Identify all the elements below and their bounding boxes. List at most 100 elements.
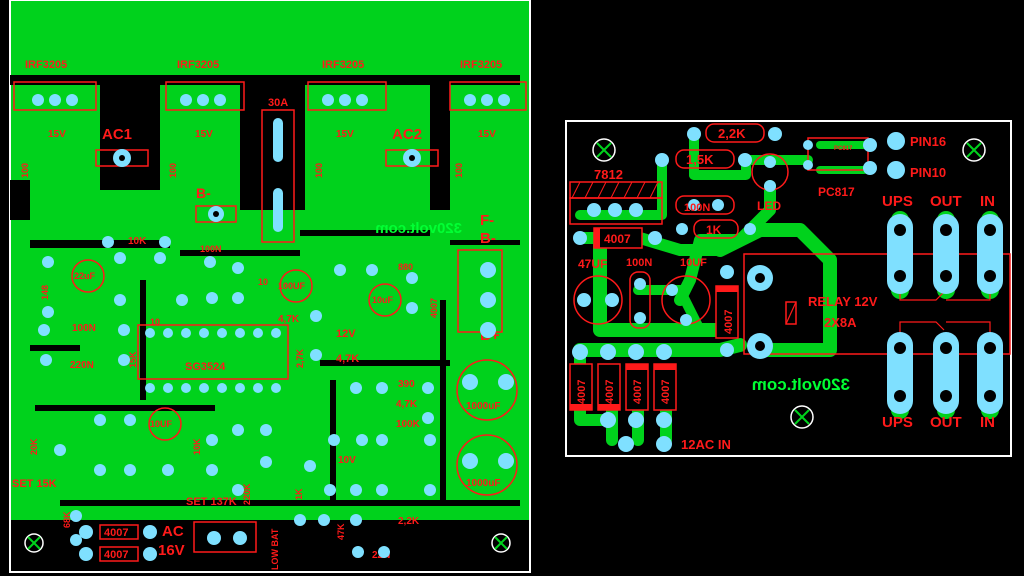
mosfet-q2-label: IRF3205 [177, 59, 219, 71]
pad [180, 94, 192, 106]
out-top-label: OUT [930, 193, 962, 210]
pin10-pad [887, 161, 905, 179]
pin16-label: PIN16 [910, 134, 946, 149]
fuse-30a: 30A [261, 97, 295, 243]
diode-4007-left: 4007 [573, 227, 662, 249]
b-minus-right-label: B- [480, 230, 496, 247]
comp-label: 10K [192, 438, 202, 455]
left-board-isolation [10, 75, 520, 506]
cap-100n-top: 100N [675, 195, 735, 215]
ups-top-label: UPS [882, 193, 913, 210]
in-bottom-label: IN [980, 414, 995, 431]
ac-voltage-label: 16V [158, 542, 185, 559]
mosfet-q1: IRF3205 [13, 59, 97, 111]
comp-label: 1K [294, 488, 304, 500]
bridge-d2-label: 4007 [604, 380, 616, 404]
pad [498, 94, 510, 106]
relay-rating-label: 2X8A [824, 315, 857, 330]
c10uf-label: 10UF [680, 257, 707, 269]
f-minus-label: F- [480, 212, 494, 229]
pin10-label: PIN10 [910, 165, 946, 180]
left-board-bottom-area [10, 520, 530, 576]
comp-label: 10V [338, 455, 356, 466]
pad [356, 94, 368, 106]
comp-label: 15K [128, 351, 138, 368]
mounting-hole-icon [790, 405, 814, 429]
led: LED [751, 153, 789, 213]
out-bottom-label: OUT [930, 414, 962, 431]
r15k-label: 1,5K [686, 152, 714, 167]
ac2-label: AC2 [392, 126, 422, 143]
pad [32, 94, 44, 106]
optocoupler-pc817: PC817 PC817 [803, 137, 877, 199]
d4007-left-label: 4007 [604, 232, 631, 246]
set-15k-label: SET 15K [12, 478, 57, 490]
pad [49, 94, 61, 106]
left-board-outline [9, 0, 531, 573]
ac-in-label: 12AC IN [681, 437, 731, 452]
ac-input-terminal [193, 521, 257, 553]
zener-4-label: 15V [478, 129, 496, 140]
cap-10uf-2: 10UF [150, 419, 173, 429]
mounting-hole-icon [962, 138, 986, 162]
mosfet-q1-label: IRF3205 [25, 59, 67, 71]
r22k-label: 2,2K [718, 126, 746, 141]
bulk-capacitors: 1000uF 1000uF [456, 359, 518, 496]
diode-4007-vertical: 4007 [715, 265, 739, 357]
in-top-label: IN [980, 193, 995, 210]
pad [481, 94, 493, 106]
comp-label: 4,7K [278, 314, 300, 325]
ac1-terminal: AC1 [95, 126, 149, 167]
b-minus-center-label: B- [196, 185, 211, 201]
comp-label: 4007 [429, 298, 439, 318]
resistor-1k5: 1,5K [655, 149, 752, 169]
comp-label: 880 [398, 262, 413, 272]
resistor-1k: 1K [676, 219, 756, 239]
mounting-hole-icon [491, 533, 511, 553]
pc817-small-label: PC817 [834, 146, 853, 152]
pad [339, 94, 351, 106]
fuse-label: 30A [268, 97, 288, 109]
cap-100uf: 100UF [278, 281, 306, 291]
bridge-rectifier: 4007 4007 4007 4007 [569, 363, 677, 411]
comp-label: 47K [336, 523, 346, 540]
mosfet-q4: IRF3205 [449, 59, 527, 111]
comp-label: 148 [40, 285, 50, 300]
ac1-label: AC1 [102, 126, 132, 143]
pad [464, 94, 476, 106]
ac-input-label: AC [162, 523, 184, 540]
comp-label: 4,7K [336, 353, 359, 365]
cap-10uf [661, 275, 711, 326]
comp-label: 100N [200, 244, 222, 254]
mosfet-q4-label: IRF3205 [460, 59, 502, 71]
pc817-label: PC817 [818, 185, 855, 199]
comp-label: 68K [62, 511, 72, 528]
terminal-row-bottom: UPS OUT IN [882, 332, 1003, 431]
gate-resistor-4-label: 100 [454, 163, 464, 178]
right-board-pads [572, 344, 672, 452]
relay-label: RELAY 12V [808, 294, 878, 309]
low-bat-label: LOW BAT [270, 528, 280, 570]
comp-label: 220K [242, 483, 252, 505]
comp-label: 10 [150, 317, 160, 327]
c100n-mid-label: 100N [626, 257, 652, 269]
pin16-pad [887, 132, 905, 150]
right-board: 7812 2,2K 1,5K LED PC817 [565, 120, 1012, 457]
bridge-d4-label: 4007 [660, 380, 672, 404]
mosfet-q2: IRF3205 [165, 59, 245, 111]
cap-1000uf-1: 1000uF [466, 401, 500, 412]
comp-label: 220N [70, 360, 94, 371]
comp-label: 2,7K [295, 348, 305, 368]
cap-22uf: 22uF [74, 271, 96, 281]
mosfet-q3: IRF3205 [307, 59, 387, 111]
comp-label: 390 [398, 379, 415, 390]
comp-label: 12V [336, 328, 356, 340]
b-minus-center-terminal: B- [195, 185, 237, 223]
bottom-diodes: 4007 4007 [79, 524, 157, 562]
c100n-top-label: 100N [684, 202, 710, 214]
zener-1-label: 15V [48, 129, 66, 140]
gate-resistor-1-label: 100 [20, 163, 30, 178]
mosfet-q3-label: IRF3205 [322, 59, 364, 71]
terminal-row-top: UPS OUT IN [882, 193, 1003, 294]
ups-bottom-label: UPS [882, 414, 913, 431]
